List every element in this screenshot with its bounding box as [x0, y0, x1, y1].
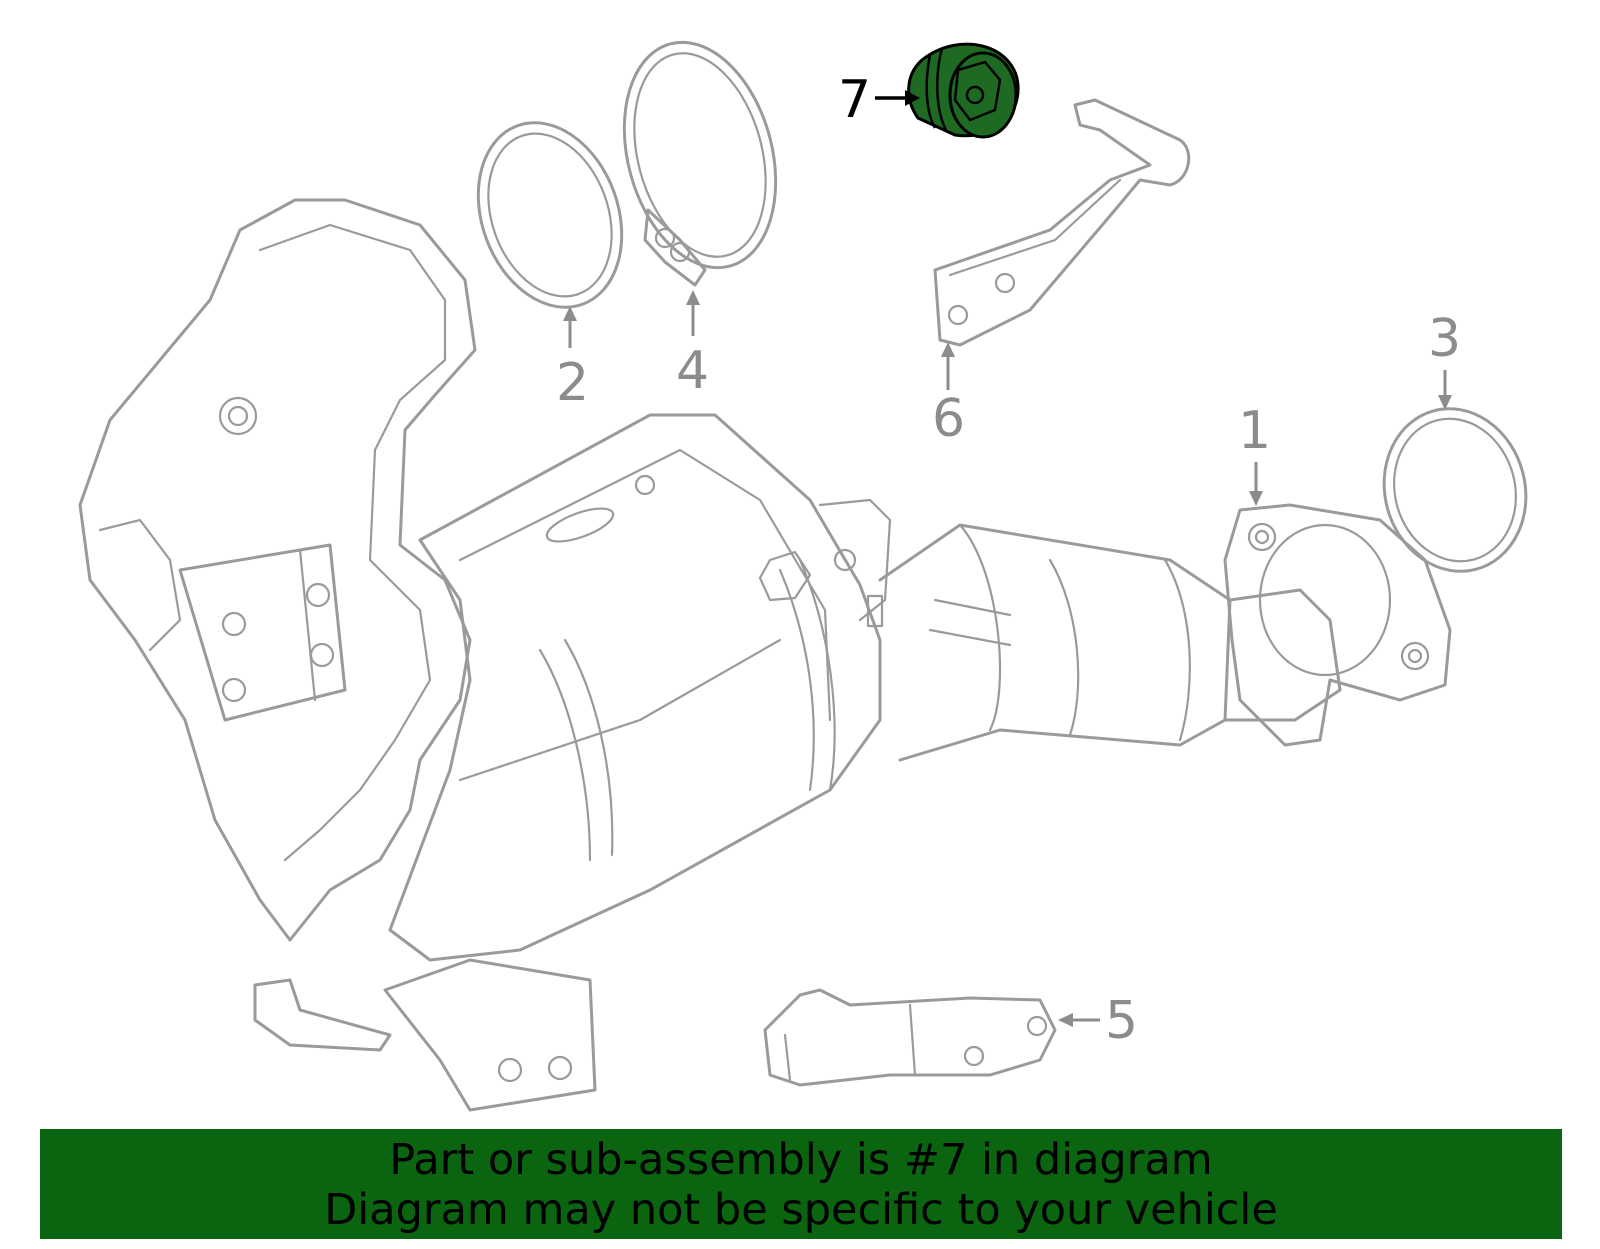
part-6-bracket[interactable]	[933, 98, 1191, 347]
callout-arrow-4	[686, 290, 700, 336]
callout-arrow-2	[563, 306, 577, 348]
callout-arrow-6	[941, 342, 955, 390]
callout-arrow-3	[1438, 370, 1452, 410]
callout-arrow-7	[875, 90, 920, 106]
callout-arrow-5	[1058, 1013, 1100, 1027]
callout-arrow-1	[1249, 462, 1263, 506]
callout-label-2: 2	[556, 353, 589, 413]
part-2-gasket[interactable]	[454, 102, 647, 327]
part-7-insulator[interactable]	[907, 42, 1020, 139]
callout-label-4: 4	[676, 341, 709, 401]
part-3-gasket[interactable]	[1366, 393, 1544, 588]
callout-label-1: 1	[1238, 401, 1271, 461]
banner-line-part: Part or sub-assembly is #7 in diagram	[389, 1135, 1213, 1185]
part-5-bracket[interactable]	[763, 988, 1057, 1087]
banner-line-disclaimer: Diagram may not be specific to your vehi…	[324, 1185, 1278, 1235]
info-banner: Part or sub-assembly is #7 in diagram Di…	[40, 1129, 1562, 1239]
part-1-converter-assembly[interactable]	[78, 198, 1452, 1112]
callout-label-5: 5	[1105, 991, 1138, 1051]
callout-label-3: 3	[1428, 309, 1461, 369]
part-4-band-clamp[interactable]	[601, 25, 800, 287]
callout-label-6: 6	[932, 389, 965, 449]
callout-label-7: 7	[838, 70, 871, 130]
